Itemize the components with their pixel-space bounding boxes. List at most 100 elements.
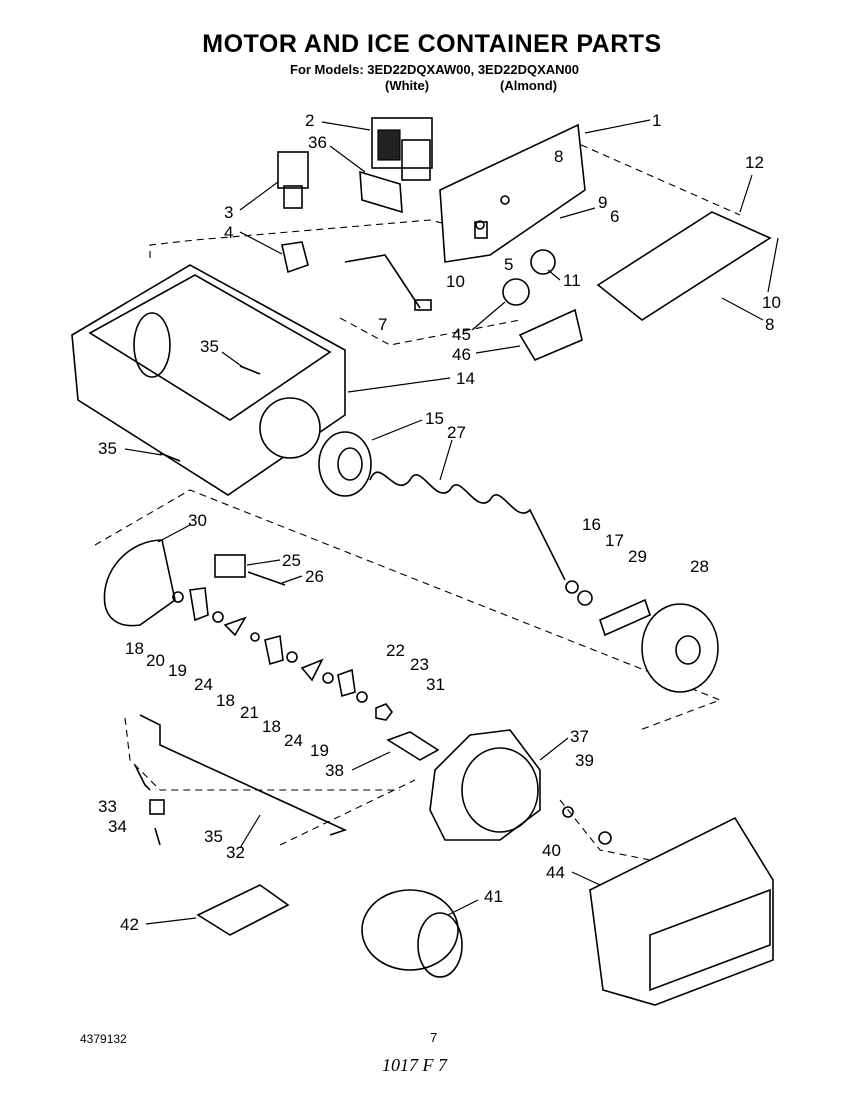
crusher-blade [189,587,209,622]
callout-26: 26 [305,567,324,586]
plate-slot [474,221,488,239]
motor-grommet-end [417,912,463,978]
variant-white: (White) [385,78,430,93]
wire-harness [344,254,421,309]
leader-44 [571,871,601,886]
callout-12: 12 [745,153,764,172]
motor-grommet [361,889,459,971]
washer [562,806,574,818]
callout-15: 15 [425,409,444,428]
motor-cover-vent [649,888,771,992]
callout-11: 11 [563,271,581,290]
leader-32 [239,814,261,849]
callout-19-b: 19 [310,741,329,760]
motor-cover [589,816,774,1006]
callout-21: 21 [240,703,259,722]
callout-10: 10 [446,272,465,291]
spacer [172,591,184,603]
actuator-motor-side [401,139,431,181]
callout-29: 29 [628,547,647,566]
callout-4: 4 [224,223,233,242]
housing-inner-opening [133,312,171,378]
leader-41 [447,899,479,916]
solenoid [277,151,309,189]
leader-3 [239,181,279,211]
light-bulb [502,278,530,306]
callout-18-c: 18 [262,717,281,736]
callout-14: 14 [456,369,475,388]
spring [134,764,151,791]
callout-36: 36 [308,133,327,152]
leader-14 [347,377,451,393]
leader-46 [475,345,521,354]
stationary-blade [223,616,247,637]
leader-37 [539,737,569,761]
model-numbers: For Models: 3ED22DQXAW00, 3ED22DQXAN00 [290,62,579,77]
guide-line-bottom-right [559,799,651,861]
callout-39: 39 [575,751,594,770]
stationary-blade [300,658,324,682]
callout-45: 45 [452,325,471,344]
actuator-rod [139,714,348,836]
ice-container-housing [71,264,346,496]
callout-34: 34 [108,817,127,836]
callout-35-top: 35 [200,337,219,356]
callout-28: 28 [690,557,709,576]
callout-2: 2 [305,111,314,130]
spacer [212,611,224,623]
callout-25: 25 [282,551,301,570]
washer [356,691,368,703]
callout-7: 7 [378,315,387,334]
leader-35-top [221,351,245,369]
nut [375,703,393,721]
leader-27 [439,439,453,481]
ice-deflector [103,539,176,627]
callout-5: 5 [504,255,513,274]
callout-8-right: 8 [765,315,774,334]
guide-line-panel [339,317,521,346]
actuator-motor-face [377,129,401,161]
leader-42 [145,917,197,925]
callout-30: 30 [188,511,207,530]
spacer [286,651,298,663]
crusher-pin [247,571,286,586]
callout-18-b: 18 [216,691,235,710]
callout-24-a: 24 [194,675,213,694]
callout-18-a: 18 [125,639,144,658]
guide-line-lower [124,717,400,791]
solenoid-mount-bracket [281,241,309,274]
callout-35-mid: 35 [98,439,117,458]
callout-40: 40 [542,841,561,860]
callout-19-a: 19 [168,661,187,680]
callout-17: 17 [605,531,624,550]
callout-33: 33 [98,797,117,816]
leader-36 [329,145,366,173]
leader-12 [739,174,753,213]
callout-31: 31 [426,675,445,694]
leader-9 [559,207,596,219]
fan-wheel [641,603,719,693]
clip [149,799,165,815]
crusher-blade [337,668,356,698]
callout-16: 16 [582,515,601,534]
callout-22: 22 [386,641,405,660]
callout-8: 8 [554,147,563,166]
insulator-plate [359,170,403,214]
callout-38: 38 [325,761,344,780]
callout-42: 42 [120,915,139,934]
handwritten-note: 1017 F 7 [382,1055,447,1075]
cover-strip [596,211,772,321]
leader-2 [321,121,371,131]
page-number: 7 [430,1030,438,1045]
guide-line-upper-right [569,139,741,216]
auger-motor-drum [461,747,539,833]
callout-46: 46 [452,345,471,364]
callout-3: 3 [224,203,233,222]
plate-hole [500,195,510,205]
lamp-lens [518,308,583,362]
auger-bracket [599,598,651,637]
guide-line-middle [94,489,722,731]
auger-motor [429,729,541,841]
callout-37: 37 [570,727,589,746]
